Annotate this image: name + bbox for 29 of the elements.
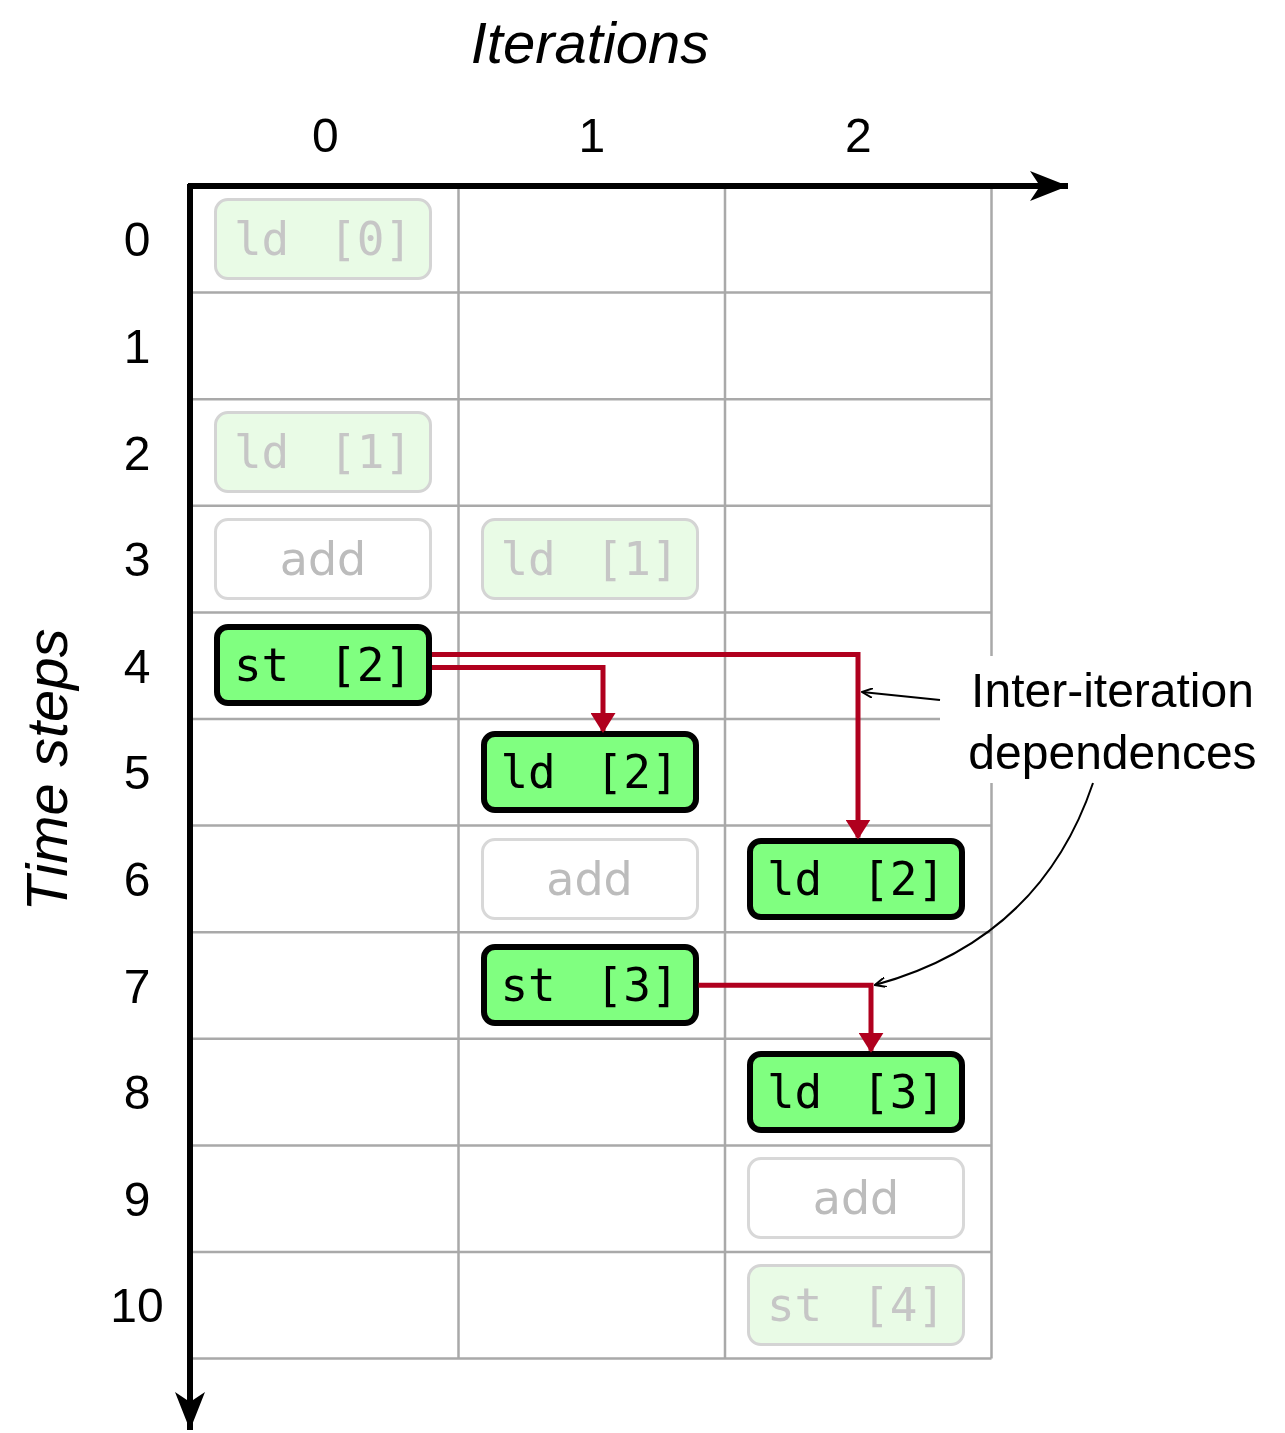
- row-number: 2: [123, 425, 151, 480]
- instruction-box: ld [2]: [747, 837, 965, 920]
- instruction-box: st [3]: [480, 944, 699, 1027]
- row-number: 6: [123, 851, 151, 907]
- axis-title: Time steps: [12, 628, 80, 912]
- instruction-box: add: [214, 517, 432, 600]
- axis-title: Iterations: [470, 8, 710, 76]
- instruction-box: add: [480, 837, 699, 920]
- row-number: 0: [123, 211, 151, 267]
- instruction-box: ld [3]: [747, 1050, 965, 1133]
- row-number: 9: [123, 1171, 151, 1227]
- row-number: 8: [123, 1064, 151, 1120]
- instruction-box: ld [2]: [480, 731, 699, 813]
- dependence-arrow: [432, 651, 871, 840]
- instruction-box: add: [747, 1157, 965, 1240]
- leader-line: [861, 687, 941, 701]
- row-number: 3: [123, 531, 151, 587]
- row-number: 5: [123, 744, 151, 800]
- row-number: 4: [123, 638, 151, 694]
- row-number: 10: [110, 1277, 164, 1333]
- row-number: 1: [123, 318, 151, 374]
- column-number: 2: [844, 107, 872, 163]
- row-number: 7: [123, 958, 151, 1013]
- leader-line: [874, 782, 1094, 988]
- instruction-box: st [2]: [214, 624, 432, 707]
- dependence-arrow: [432, 664, 616, 733]
- dependence-arrow: [698, 982, 884, 1053]
- column-number: 1: [578, 107, 606, 163]
- column-number: 0: [311, 107, 339, 163]
